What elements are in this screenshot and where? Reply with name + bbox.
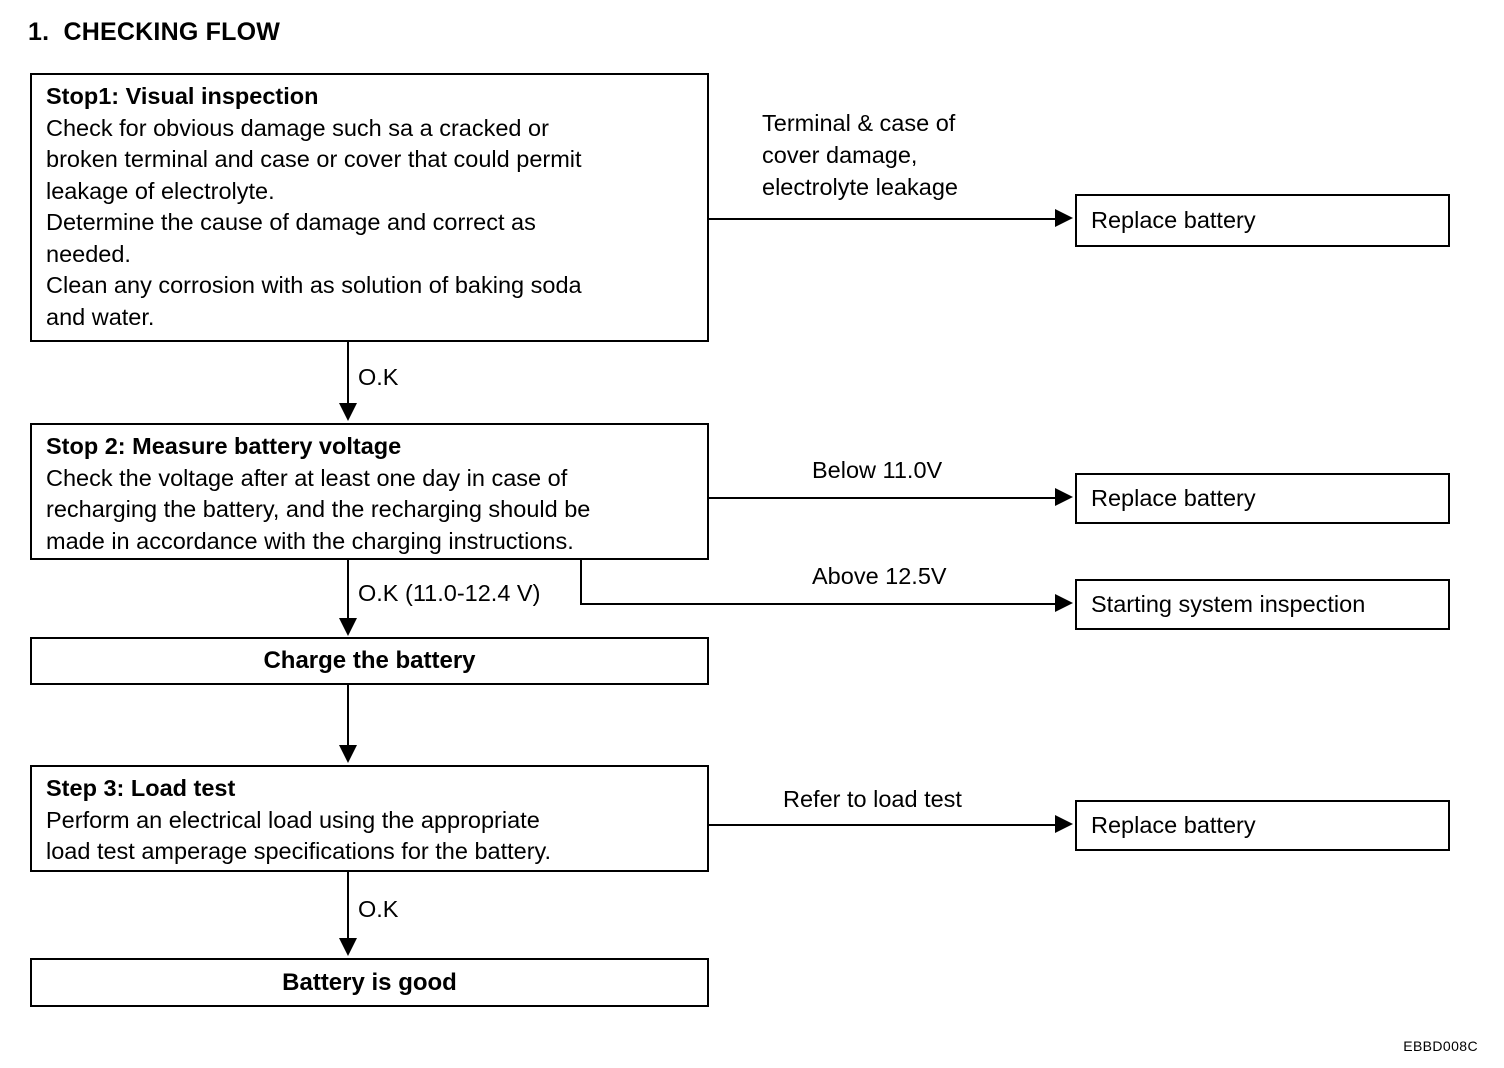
step2-above-label: Above 12.5V [812, 563, 947, 589]
step1-branch-arrowhead [1055, 209, 1073, 227]
step1-line-6: Clean any corrosion with as solution of … [46, 272, 582, 298]
step1-line-7: and water. [46, 303, 155, 330]
step3-branch-label: Refer to load test [783, 786, 962, 812]
step1-box: Stop1: Visual inspection Check for obvio… [30, 73, 709, 342]
step2-line-2: recharging the battery, and the rechargi… [46, 496, 591, 522]
charge-to-step3-line [347, 685, 349, 747]
step2-line-3: made in accordance with the charging ins… [46, 527, 574, 554]
step2-above-branch-line [580, 603, 1057, 605]
replace-battery-label-3: Replace battery [1091, 812, 1256, 838]
step1-ok-label: O.K [358, 364, 399, 390]
page-title: 1. CHECKING FLOW [28, 18, 281, 46]
step3-box: Step 3: Load test Perform an electrical … [30, 765, 709, 872]
step2-above-branch-drop [580, 560, 582, 605]
step2-heading: Stop 2: Measure battery voltage [46, 433, 402, 459]
charge-to-step3-arrowhead [339, 745, 357, 763]
step3-to-good-line [347, 872, 349, 940]
step1-line-5: needed. [46, 240, 131, 267]
step3-heading: Step 3: Load test [46, 775, 236, 801]
step2-content: Stop 2: Measure battery voltage Check th… [32, 425, 707, 561]
step2-below-label: Below 11.0V [812, 457, 943, 483]
replace-battery-box-2: Replace battery [1075, 473, 1450, 524]
step3-ok-label: O.K [358, 896, 399, 922]
replace-battery-box-1: Replace battery [1075, 194, 1450, 247]
document-code: EBBD008C [1403, 1038, 1478, 1054]
step1-heading: Stop1: Visual inspection [46, 83, 319, 109]
charge-battery-label: Charge the battery [263, 647, 476, 674]
step1-branch-label-line2: cover damage, [762, 142, 918, 168]
step2-to-charge-arrowhead [339, 618, 357, 636]
step1-to-step2-line [347, 342, 349, 405]
step2-box: Stop 2: Measure battery voltage Check th… [30, 423, 709, 560]
replace-battery-box-3: Replace battery [1075, 800, 1450, 851]
step3-branch-line [709, 824, 1057, 826]
step1-content: Stop1: Visual inspection Check for obvio… [32, 75, 707, 337]
step2-line-1: Check the voltage after at least one day… [46, 464, 568, 491]
step2-below-branch-line [709, 497, 1057, 499]
step3-line-1: Perform an electrical load using the app… [46, 806, 540, 833]
step1-line-1: Check for obvious damage such sa a crack… [46, 114, 549, 141]
step1-branch-label-line3: electrolyte leakage [762, 174, 958, 200]
starting-system-inspection-box: Starting system inspection [1075, 579, 1450, 630]
step3-line-2: load test amperage specifications for th… [46, 838, 552, 864]
step1-line-4: Determine the cause of damage and correc… [46, 209, 536, 235]
replace-battery-label-1: Replace battery [1091, 207, 1256, 233]
replace-battery-label-2: Replace battery [1091, 485, 1256, 511]
step3-content: Step 3: Load test Perform an electrical … [32, 767, 707, 872]
step2-below-branch-arrowhead [1055, 488, 1073, 506]
step2-to-charge-line [347, 560, 349, 620]
step3-to-good-arrowhead [339, 938, 357, 956]
step2-ok-label: O.K (11.0-12.4 V) [358, 580, 541, 606]
step2-above-branch-arrowhead [1055, 594, 1073, 612]
battery-good-label: Battery is good [282, 968, 457, 996]
starting-system-inspection-label: Starting system inspection [1091, 591, 1366, 617]
battery-good-box: Battery is good [30, 958, 709, 1007]
step1-line-2: broken terminal and case or cover that c… [46, 146, 582, 172]
step1-line-3: leakage of electrolyte. [46, 177, 275, 204]
step1-branch-line [709, 218, 1057, 220]
charge-battery-box: Charge the battery [30, 637, 709, 685]
step1-to-step2-arrowhead [339, 403, 357, 421]
step3-branch-arrowhead [1055, 815, 1073, 833]
step1-branch-label-line1: Terminal & case of [762, 110, 956, 136]
